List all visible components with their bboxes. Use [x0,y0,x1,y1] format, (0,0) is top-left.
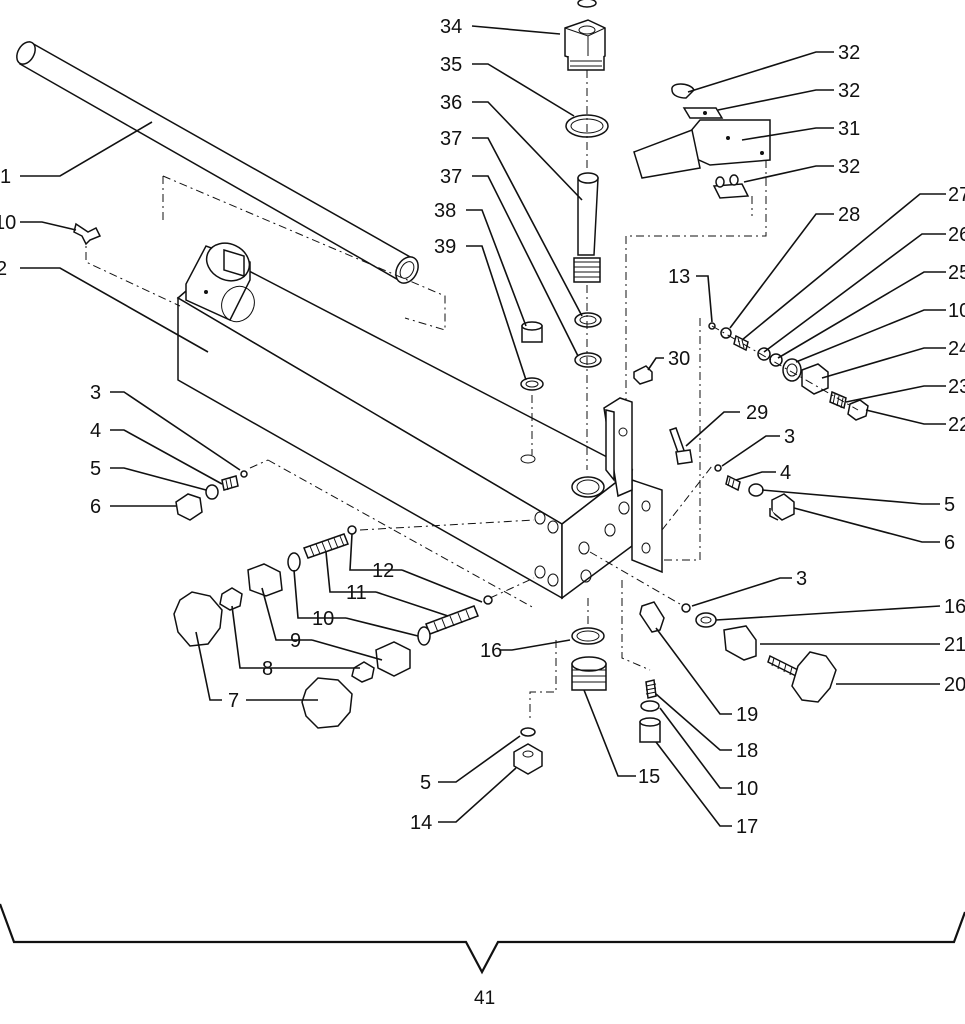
relief-axis [662,318,859,561]
callout-37-a: 37 [440,128,462,150]
callout-17: 17 [736,816,758,838]
callout-16-relief: 10 [948,300,965,322]
callout-26: 26 [948,224,965,246]
callout-4-right: 4 [780,462,791,484]
callout-2: 2 [0,258,7,280]
top-assembly-parts [520,0,609,391]
wing-screw [73,222,102,246]
callout-38: 38 [434,200,456,222]
assembly-number-41: 41 [474,988,495,1009]
callout-29: 29 [746,402,768,424]
callout-18: 18 [736,740,758,762]
callout-9: 9 [290,630,301,652]
callout-28: 28 [838,204,860,226]
callout-3-left: 3 [90,382,101,404]
callout-35: 35 [440,54,462,76]
callout-12: 12 [372,560,394,582]
callout-32-a: 32 [838,42,860,64]
callout-8: 8 [262,658,273,680]
callout-13: 13 [668,266,690,288]
callout-23: 23 [948,376,965,398]
callout-16-right: 16 [944,596,965,618]
pump-body [176,242,663,600]
clevis-parts [603,365,693,498]
lever-link-path [625,160,767,400]
callout-39: 39 [434,236,456,258]
callout-10-wing: 10 [0,212,16,234]
callout-labels: 1 10 2 3 4 5 6 7 8 9 10 11 12 5 14 16 15… [0,16,965,838]
callout-32-b: 32 [838,80,860,102]
left-release-parts [173,525,493,729]
plunger-axis [531,70,589,630]
right-release-parts [681,603,837,703]
lower-middle-parts [571,601,665,743]
callout-21: 21 [944,634,965,656]
callout-10-bottom: 10 [736,778,758,800]
callout-27: 27 [948,184,965,206]
callout-5-right: 5 [944,494,955,516]
assembly-brace: 41 [0,903,965,1009]
right-check-axis [661,465,713,531]
callout-37-b: 37 [440,166,462,188]
callout-1: 1 [0,166,11,188]
left-check-parts [175,470,248,521]
callout-34: 34 [440,16,462,38]
callout-7: 7 [228,690,239,712]
callout-6-right: 6 [944,532,955,554]
callout-19: 19 [736,704,758,726]
callout-24: 24 [948,338,965,360]
lower-middle-axis [529,580,651,720]
handle-tube [16,40,419,284]
callout-5-bottom: 5 [420,772,431,794]
callout-22: 22 [948,414,965,436]
callout-6-left: 6 [90,496,101,518]
callout-20: 20 [944,674,965,696]
left-check-axis [85,234,535,609]
callout-30: 30 [668,348,690,370]
callout-32-c: 32 [838,156,860,178]
callout-31: 31 [838,118,860,140]
handle-socket-outline [162,175,446,331]
left-release-axis [359,519,535,599]
callout-5-left: 5 [90,458,101,480]
callout-4-left: 4 [90,420,101,442]
leader-lines [20,25,946,827]
callout-3-right: 3 [784,426,795,448]
release-lever-parts [633,83,771,199]
callout-10-left: 10 [312,608,334,630]
callout-15: 15 [638,766,660,788]
right-check-parts [714,464,795,521]
callout-11: 11 [346,582,367,604]
callout-36: 36 [440,92,462,114]
callout-14: 14 [410,812,432,834]
bleed-fitting-parts [513,727,543,775]
callout-25: 25 [948,262,965,284]
callout-3-right-lower: 3 [796,568,807,590]
callout-16-bottom: 16 [480,640,502,662]
